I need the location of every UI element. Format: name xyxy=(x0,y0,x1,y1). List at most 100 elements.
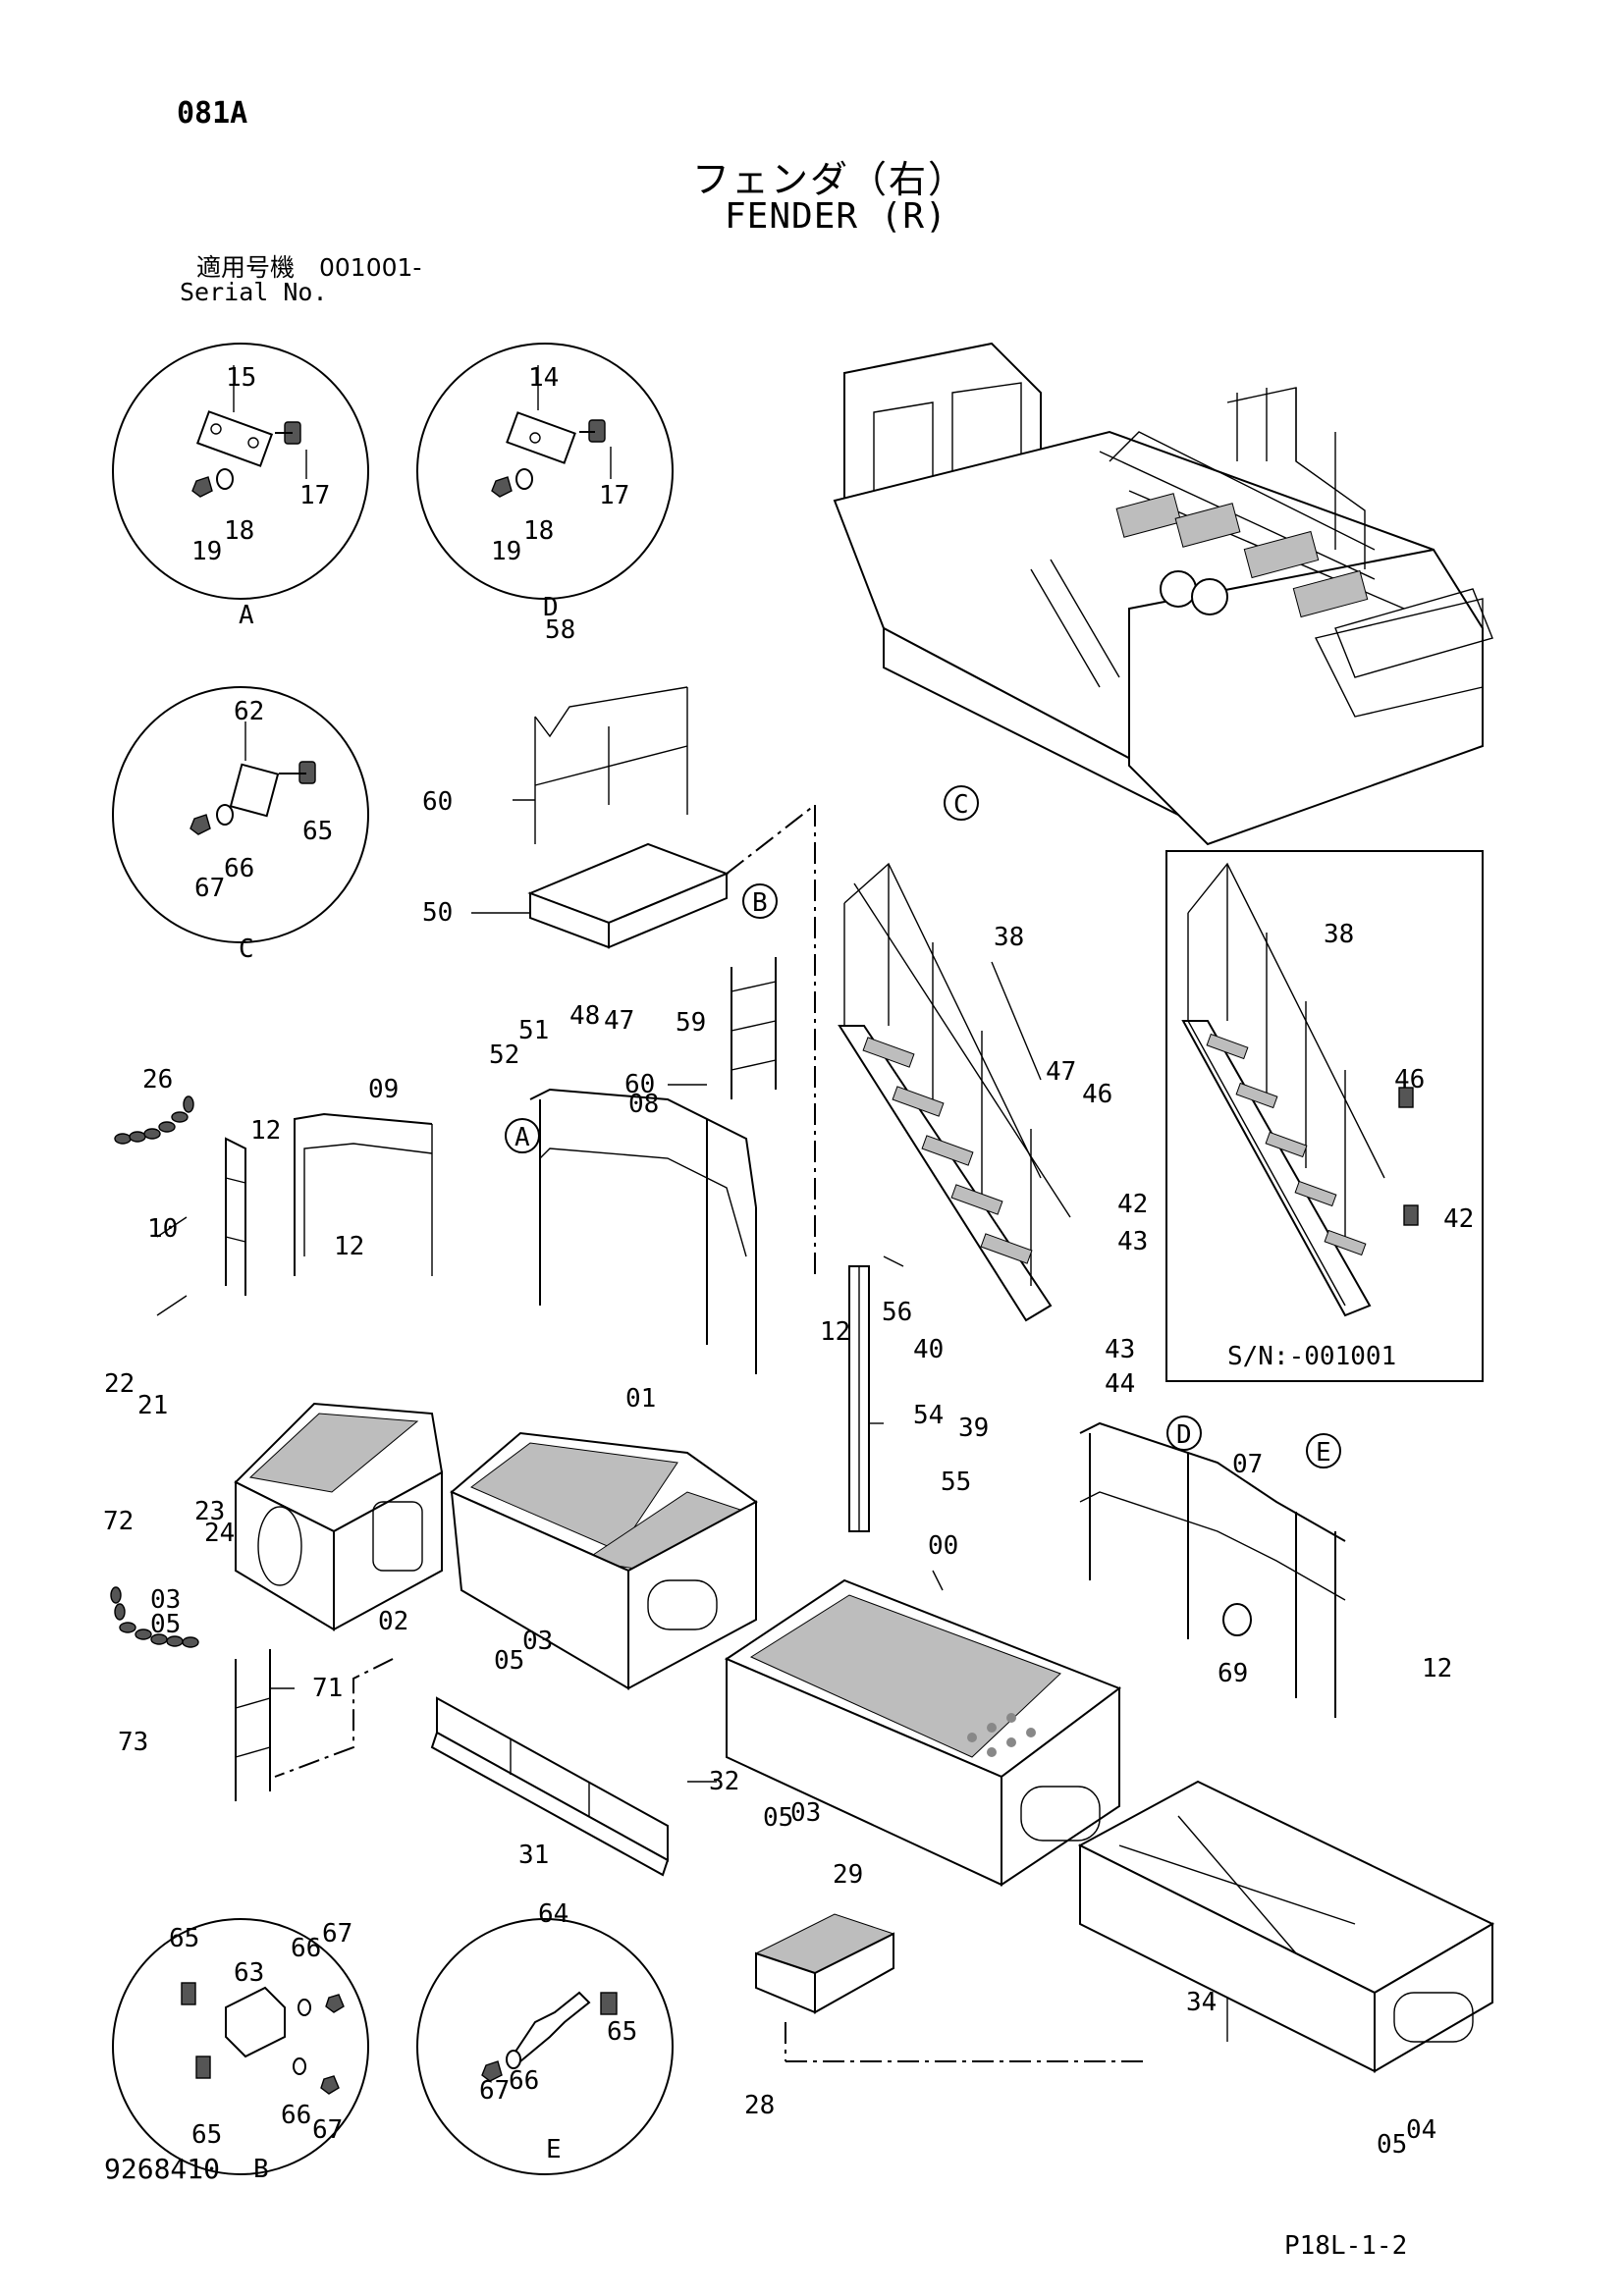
callout-label: 69 xyxy=(1218,1659,1248,1688)
callout-label: 48 xyxy=(569,1001,600,1031)
ladder-59 xyxy=(731,957,777,1099)
callout-label: 12 xyxy=(334,1232,364,1261)
callout-label: 24 xyxy=(204,1519,235,1548)
rail-08 xyxy=(529,1088,757,1374)
step-28 xyxy=(754,1913,1149,2062)
callout-label: S/N:-001001 xyxy=(1227,1342,1396,1371)
inset-box-stair xyxy=(1165,850,1484,1382)
callout-label: 38 xyxy=(994,923,1024,952)
callout-label: 60 xyxy=(422,787,453,817)
callout-label: E xyxy=(546,2135,562,2164)
callout-label: 55 xyxy=(941,1468,971,1497)
callout-label: 01 xyxy=(625,1384,656,1414)
frame-00 xyxy=(724,1578,1122,1887)
detail-circle-b xyxy=(112,1918,369,2175)
callout-label: 05 xyxy=(1377,2130,1407,2160)
frame-34 xyxy=(1077,1780,1495,2073)
callout-label: 32 xyxy=(709,1767,739,1796)
detail-circle-c xyxy=(112,686,369,943)
callout-label: 03 xyxy=(150,1585,181,1615)
frame-02 xyxy=(234,1402,444,1631)
callout-label: 17 xyxy=(299,481,330,510)
chain-26 xyxy=(114,1095,194,1145)
callout-label: 34 xyxy=(1186,1988,1217,2017)
serial-label-english: Serial No. xyxy=(180,278,328,306)
callout-label: 22 xyxy=(104,1369,135,1399)
callout-labels: 15 17 18 19 A 14 17 18 19 D 62 65 66 67 … xyxy=(103,363,1474,2184)
post-54 xyxy=(848,1265,870,1532)
callout-label: 42 xyxy=(1117,1190,1148,1219)
callout-label: 23 xyxy=(194,1497,225,1526)
callout-label: 02 xyxy=(378,1607,408,1636)
detail-circle-d xyxy=(416,343,674,600)
callout-label: 66 xyxy=(291,1934,321,1963)
callout-label: 26 xyxy=(142,1065,173,1095)
callout-label: 05 xyxy=(494,1646,524,1676)
callout-label: D xyxy=(1176,1420,1192,1450)
page-title-japanese: フェンダ（右） xyxy=(692,158,968,201)
callout-label: 64 xyxy=(538,1899,568,1929)
callout-label: 71 xyxy=(312,1674,343,1703)
callout-label: 18 xyxy=(523,516,554,546)
page-reference: P18L-1-2 xyxy=(1284,2231,1408,2261)
callout-label: 62 xyxy=(234,697,264,726)
callout-label: 44 xyxy=(1105,1369,1135,1399)
callout-label: B xyxy=(253,2155,269,2184)
callout-label: 00 xyxy=(928,1531,958,1561)
callout-label: 17 xyxy=(599,481,629,510)
callout-label: 29 xyxy=(833,1860,863,1890)
callout-label: 66 xyxy=(509,2066,539,2096)
callout-label: 67 xyxy=(322,1919,352,1949)
callout-label: 65 xyxy=(302,817,333,846)
callout-label: 31 xyxy=(518,1841,549,1870)
beam-31 xyxy=(430,1696,670,1877)
detail-circle-e xyxy=(416,1918,674,2175)
callout-label: 19 xyxy=(491,537,521,566)
callout-label: 59 xyxy=(676,1008,706,1038)
callout-label: 38 xyxy=(1324,920,1354,949)
callout-label: 67 xyxy=(194,874,225,903)
callout-label: 66 xyxy=(224,854,254,883)
frame-01 xyxy=(450,1431,758,1690)
callout-label: 28 xyxy=(744,2091,775,2120)
callout-label: 47 xyxy=(1046,1057,1076,1087)
callout-label: 40 xyxy=(913,1335,944,1364)
callout-label: 58 xyxy=(545,615,575,645)
callout-label: 72 xyxy=(103,1507,134,1536)
callout-label: 12 xyxy=(1422,1654,1452,1683)
page-code: 081A xyxy=(177,96,248,131)
ladder-71 xyxy=(235,1649,394,1801)
callout-label: 67 xyxy=(312,2115,343,2145)
callout-label: 04 xyxy=(1406,2115,1436,2145)
callout-label: 43 xyxy=(1117,1227,1148,1256)
callout-label: 65 xyxy=(169,1924,199,1953)
callout-label: 51 xyxy=(518,1016,549,1045)
callout-label: 65 xyxy=(607,2017,637,2047)
stair-38 xyxy=(838,862,1071,1322)
callout-label: 39 xyxy=(958,1414,989,1443)
upper-platform xyxy=(527,686,816,1276)
callout-label: 14 xyxy=(528,363,559,393)
serial-label-japanese: 適用号機 001001- xyxy=(196,253,422,282)
rail-07 xyxy=(1079,1421,1346,1718)
page-title-english: FENDER (R) xyxy=(725,196,947,237)
callout-label: 66 xyxy=(281,2101,311,2130)
callout-label: A xyxy=(514,1123,530,1152)
callout-label: 73 xyxy=(118,1728,148,1757)
detail-circle-a xyxy=(112,343,369,600)
callout-label: D xyxy=(543,593,559,622)
callout-label: 63 xyxy=(234,1958,264,1988)
callout-label: 60 xyxy=(624,1070,655,1099)
left-rails xyxy=(156,1112,433,1316)
callout-label: 46 xyxy=(1082,1080,1112,1109)
callout-label: 65 xyxy=(191,2120,222,2150)
callout-label: 18 xyxy=(224,516,254,546)
callout-label: 12 xyxy=(250,1116,281,1146)
callout-label: 03 xyxy=(790,1798,821,1828)
chain-72 xyxy=(110,1586,199,1648)
callout-label: 08 xyxy=(628,1090,659,1119)
callout-label: 12 xyxy=(820,1317,850,1347)
leader-lines xyxy=(270,799,1228,2042)
callout-label: 15 xyxy=(226,363,256,393)
